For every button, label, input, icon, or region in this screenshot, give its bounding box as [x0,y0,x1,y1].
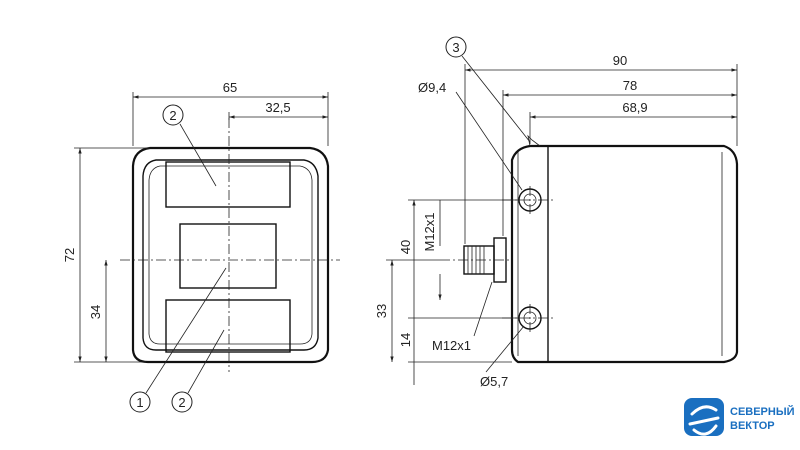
logo-icon-mark [688,405,720,436]
front-bezel [142,159,319,351]
side-body-outline [510,144,739,364]
front-bezel-inner [148,165,313,345]
dim-40: 40 [398,240,413,254]
connector-label-bottom: M12x1 [432,338,471,353]
front-housing-outline [131,146,330,364]
logo-line2: ВЕКТОР [730,420,775,432]
callout-3: 3 [452,40,459,55]
dim-90: 90 [613,53,627,68]
dim-78: 78 [623,78,637,93]
callout-1-circle [129,391,151,413]
dim-33: 33 [374,304,389,318]
front-window-bottom [165,299,291,353]
callout-2-bottom: 2 [178,395,185,410]
front-window-top [165,161,291,208]
callout-2-bottom-circle [171,391,193,413]
front-view: 65 32,5 72 34 2 1 2 [62,80,340,413]
dim-68-9: 68,9 [622,100,647,115]
connector-label-top: M12x1 [422,212,437,251]
dim-34: 34 [88,305,103,319]
dim-32-5: 32,5 [265,100,290,115]
dim-14: 14 [398,333,413,347]
callout-3-circle [445,36,467,58]
callout-2-top: 2 [169,108,176,123]
brand-logo: СЕВЕРНЫЙ ВЕКТОР [684,398,795,436]
front-window-middle [179,223,277,289]
side-view: 90 78 68,9 3 Ø9,4 M12x1 40 33 14 M12x1 Ø… [374,36,739,389]
callout-1: 1 [136,395,143,410]
dim-dia-9-4: Ø9,4 [418,80,446,95]
dim-65: 65 [223,80,237,95]
dim-dia-5-7: Ø5,7 [480,374,508,389]
logo-line1: СЕВЕРНЫЙ [730,405,795,418]
callout-2-top-circle [162,104,184,126]
dim-72: 72 [62,248,77,262]
